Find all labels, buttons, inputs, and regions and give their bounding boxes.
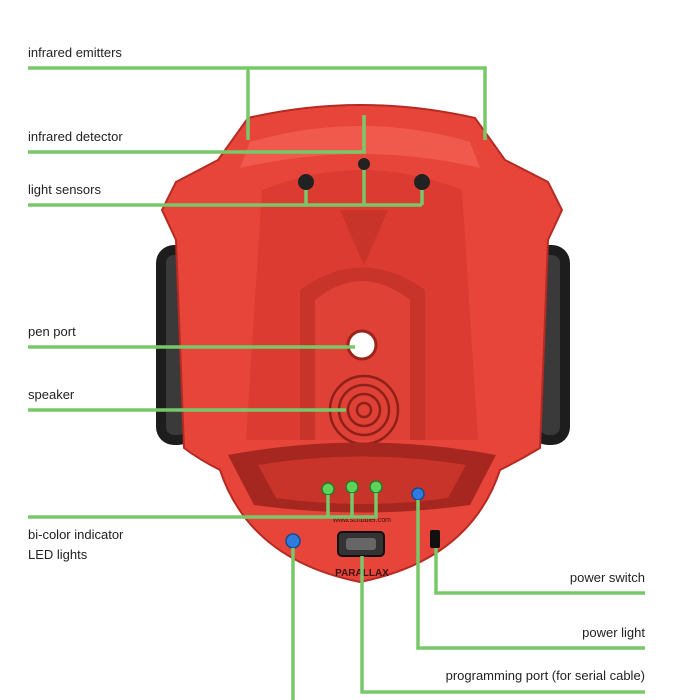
label-infrared-emitters: infrared emitters: [28, 45, 122, 60]
robot-url-text: www.scribbler.com: [332, 517, 391, 524]
power-switch-slider: [430, 530, 440, 548]
leader-power-switch: [434, 548, 645, 595]
infrared-detector-sensor: [358, 158, 370, 170]
label-light-sensors: light sensors: [28, 182, 101, 197]
label-bicolor-led-line1: bi-color indicator: [28, 527, 124, 542]
leader-power-light: [416, 500, 645, 650]
rear-blue-led: [285, 533, 301, 549]
label-power-light: power light: [582, 625, 645, 640]
leader-infrared-emitters: [28, 66, 487, 140]
leader-infrared-detector: [28, 115, 366, 154]
label-bicolor-led-line2: LED lights: [28, 547, 88, 562]
led-green-3: [369, 480, 383, 494]
leader-lines: [28, 66, 645, 700]
left-light-sensor: [298, 174, 314, 190]
pen-port-hole: [346, 329, 378, 361]
label-programming-port: programming port (for serial cable): [445, 668, 645, 683]
label-infrared-detector: infrared detector: [28, 129, 123, 144]
leader-programming-port: [360, 556, 645, 694]
led-green-2: [345, 480, 359, 494]
label-power-switch: power switch: [569, 570, 645, 585]
label-pen-port: pen port: [28, 324, 76, 339]
leader-bicolor-leds: [28, 493, 378, 519]
label-speaker: speaker: [28, 387, 75, 402]
led-green-1: [321, 482, 335, 496]
robot-body: www.scribbler.com PARALLAX: [156, 104, 570, 584]
power-light-led: [411, 487, 425, 501]
right-light-sensor: [414, 174, 430, 190]
